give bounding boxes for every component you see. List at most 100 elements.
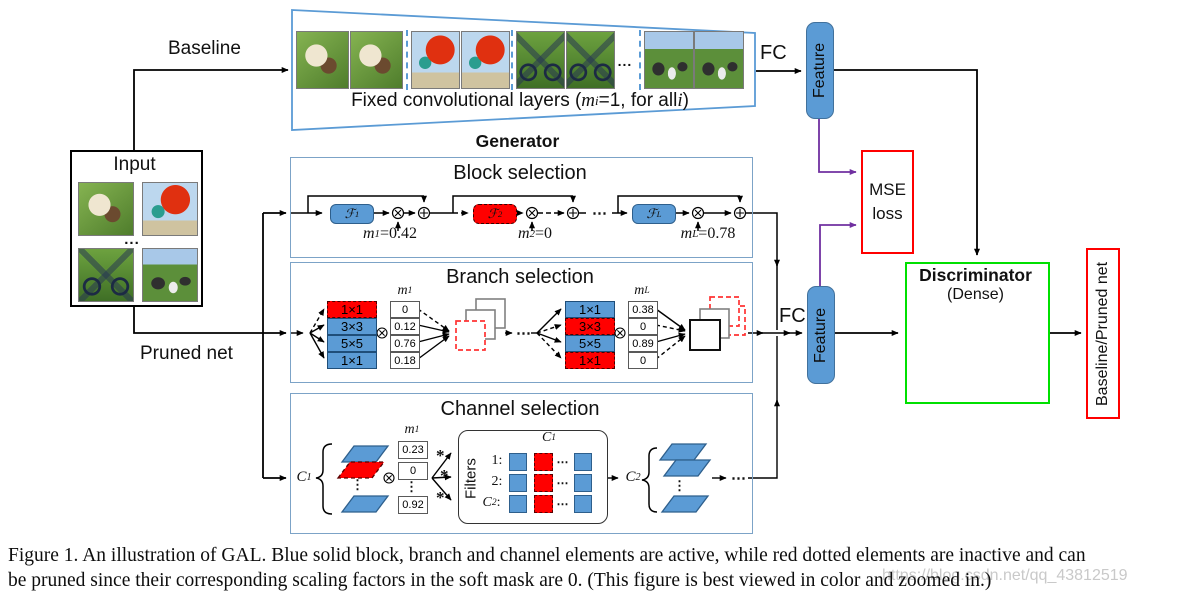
- branch-right-mask-0: 0.38: [628, 301, 658, 318]
- branch-operators: [376, 327, 626, 339]
- trap-dots: ...: [617, 53, 633, 69]
- layer-divider: [406, 30, 408, 90]
- branch-selection-wires: [290, 308, 803, 360]
- layer-divider: [511, 30, 513, 90]
- block-selection-wires: [290, 195, 780, 330]
- branch-left-1x1a: 1×1: [327, 301, 377, 318]
- channel-mask-2: 0.92: [398, 496, 428, 514]
- block-selection-box: [290, 157, 753, 258]
- input-dots: ...: [124, 230, 140, 248]
- feature-bottom-box: Feature: [807, 286, 835, 384]
- branch-dots: ⋯: [516, 325, 532, 342]
- caption-line1: Figure 1. An illustration of GAL. Blue s…: [8, 545, 1086, 566]
- mse-line1: MSE: [869, 180, 906, 199]
- channel-out-dots: ⋯: [731, 470, 747, 487]
- branch-left-mask-2: 0.76: [390, 335, 420, 352]
- branch-selection-title: Branch selection: [446, 265, 594, 288]
- channel-selection-wires: [431, 336, 780, 501]
- discriminator-subtitle: (Dense): [947, 285, 1004, 303]
- output-box: Baseline/Pruned net: [1086, 248, 1120, 419]
- feature-map-squares-left: [455, 298, 506, 351]
- filters-row2-label: 2:: [491, 474, 503, 489]
- trap-image-bicycle-2: [566, 31, 615, 89]
- branch-selection-box: [290, 262, 753, 383]
- feature-top-to-discriminator: [832, 69, 980, 256]
- discriminator-box: [905, 262, 1050, 404]
- trap-image-bicycle-1: [516, 31, 565, 89]
- feature-bottom-label: Feature: [812, 307, 829, 363]
- channel-maps-right: [658, 443, 712, 513]
- conv-star-1: *: [436, 446, 445, 465]
- trap-image-balloon-1: [411, 31, 460, 89]
- trap-image-balloon-2: [461, 31, 510, 89]
- trap-image-dog-2: [350, 31, 403, 89]
- mse-loss-box: MSE loss: [861, 150, 914, 254]
- branch-right-mask-2: 0.89: [628, 335, 658, 352]
- filter-row-dots: ⋯: [556, 496, 570, 511]
- filter-sq: [509, 495, 527, 513]
- channel-selection-box: [290, 393, 753, 534]
- trap-image-dog-1: [296, 31, 349, 89]
- baseline-label: Baseline: [168, 38, 241, 59]
- channel-mask-1: 0: [398, 462, 428, 480]
- fc-top-label: FC: [760, 42, 787, 64]
- filter-sq-pruned: [534, 474, 553, 492]
- output-label: Baseline/Pruned net: [1094, 261, 1111, 406]
- filter-sq: [509, 474, 527, 492]
- pruned-net-connector: [133, 210, 287, 481]
- caption-line2: be pruned since their corresponding scal…: [8, 570, 992, 591]
- filters-row1-label: 1:: [491, 453, 503, 468]
- channel-braces: [315, 443, 658, 515]
- mse-line2: loss: [872, 204, 903, 223]
- watermark: https://blog.csdn.net/qq_43812519: [882, 567, 1128, 584]
- filter-row-dots: ⋯: [556, 475, 570, 490]
- branch-right-mask-3: 0: [628, 352, 658, 369]
- feature-map-squares-right: [689, 296, 746, 351]
- input-image-bicycle: [78, 248, 134, 302]
- filter-sq-pruned: [534, 495, 553, 513]
- channel-right-vdots: ⋮: [673, 478, 687, 493]
- channel-maps-left: [336, 445, 390, 513]
- channel-mask-0: 0.23: [398, 441, 428, 459]
- input-title: Input: [113, 154, 156, 175]
- layer-divider: [639, 30, 641, 90]
- baseline-connector: [133, 67, 289, 150]
- branch-left-5x5: 5×5: [327, 335, 377, 352]
- filter-sq: [574, 474, 592, 492]
- branch-right-mask-1: 0: [628, 318, 658, 335]
- input-image-dog: [78, 182, 134, 236]
- channel-mask-vdots: ⋮: [405, 479, 419, 494]
- figure-caption: Figure 1. An illustration of GAL. Blue s…: [8, 543, 1178, 593]
- block-selection-title: Block selection: [453, 161, 587, 184]
- branch-right-1x1b: 1×1: [565, 352, 615, 369]
- branch-left-mask-3: 0.18: [390, 352, 420, 369]
- fc-bottom-label: FC: [779, 305, 806, 327]
- branch-right-5x5: 5×5: [565, 335, 615, 352]
- discriminator-title: Discriminator: [919, 265, 1032, 285]
- branch-left-1x1b: 1×1: [327, 352, 377, 369]
- branch-right-3x3: 3×3: [565, 318, 615, 335]
- channel-left-vdots: ⋮: [351, 477, 365, 492]
- pruned-net-label: Pruned net: [140, 343, 233, 364]
- feature-top-box: Feature: [806, 22, 834, 119]
- block-dots: ⋯: [592, 205, 608, 222]
- generator-title: Generator: [475, 130, 560, 151]
- filter-sq: [509, 453, 527, 471]
- input-image-balloon: [142, 182, 198, 236]
- channel-selection-title: Channel selection: [440, 397, 600, 420]
- branch-left-3x3: 3×3: [327, 318, 377, 335]
- conv-star-3: *: [436, 488, 445, 507]
- block-operators: [391, 206, 747, 220]
- trap-image-cattle-1: [644, 31, 694, 89]
